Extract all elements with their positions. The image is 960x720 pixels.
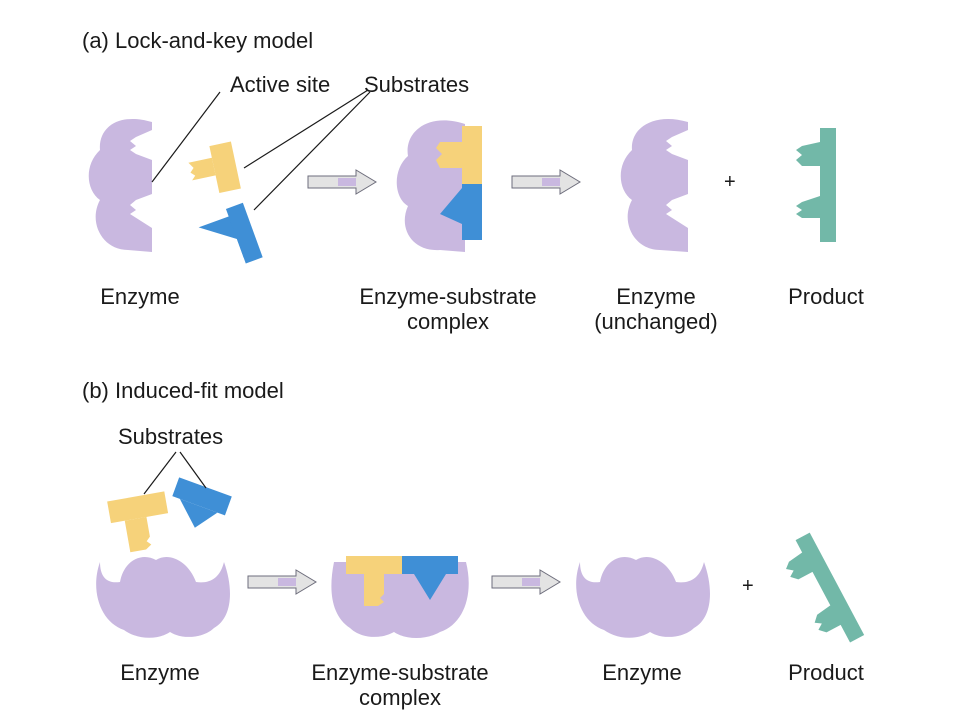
product-a-shape (796, 128, 836, 242)
panel-a-title: (a) Lock-and-key model (82, 28, 314, 53)
active-site-callout: Active site (230, 72, 331, 97)
complex-label-b: Enzyme-substrate complex (290, 660, 510, 710)
substrate-yellow-b (107, 491, 169, 553)
enzyme-unchanged-label-a: Enzyme (unchanged) (576, 284, 736, 334)
enzyme-b-after-shape (576, 556, 710, 638)
enzyme-a-shape (88, 118, 152, 252)
complex-a-blue-substrate (440, 184, 482, 240)
product-label-b: Product (788, 660, 864, 685)
reaction-arrow-b1 (247, 569, 317, 595)
reaction-arrow-a2 (511, 169, 581, 195)
substrate-blue-b (172, 477, 232, 528)
substrates-pointer-2 (253, 91, 371, 211)
plus-sign-b: + (742, 575, 754, 597)
enzyme-b-shape (96, 556, 230, 638)
complex-label-a-line1: Enzyme-substrate (359, 284, 537, 309)
complex-a-yellow-substrate (436, 126, 482, 184)
reaction-arrow-b2 (491, 569, 561, 595)
enzyme-after-label-b: Enzyme (602, 660, 682, 685)
reaction-arrow-a1 (307, 169, 377, 195)
substrate-blue-a (198, 202, 263, 264)
product-label-a: Product (788, 284, 864, 309)
panel-b-title: (b) Induced-fit model (82, 378, 284, 403)
complex-a-enzyme-shape (396, 120, 465, 252)
complex-label-b-line1: Enzyme-substrate (311, 660, 489, 685)
substrates-b-pointer-2 (179, 451, 207, 489)
enzyme-a-unchanged-shape (620, 118, 688, 252)
complex-b-yellow-substrate (346, 556, 402, 606)
enzyme-unchanged-label-a-line1: Enzyme (616, 284, 696, 309)
complex-label-a: Enzyme-substrate complex (338, 284, 558, 334)
complex-label-a-line2: complex (407, 309, 489, 334)
product-b-shape (786, 532, 865, 643)
substrates-b-pointer-1 (143, 451, 177, 495)
enzyme-unchanged-label-a-line2: (unchanged) (594, 309, 718, 334)
active-site-pointer (151, 91, 221, 183)
plus-sign-a: + (724, 171, 736, 193)
substrates-pointer-1 (243, 89, 369, 169)
enzyme-label-a: Enzyme (100, 284, 180, 309)
complex-label-b-line2: complex (359, 685, 441, 710)
substrates-callout-b: Substrates (118, 424, 224, 449)
substrates-callout-a: Substrates (364, 72, 470, 97)
complex-b-blue-substrate (402, 556, 458, 600)
enzyme-label-b: Enzyme (120, 660, 200, 685)
substrate-yellow-a (188, 141, 241, 194)
